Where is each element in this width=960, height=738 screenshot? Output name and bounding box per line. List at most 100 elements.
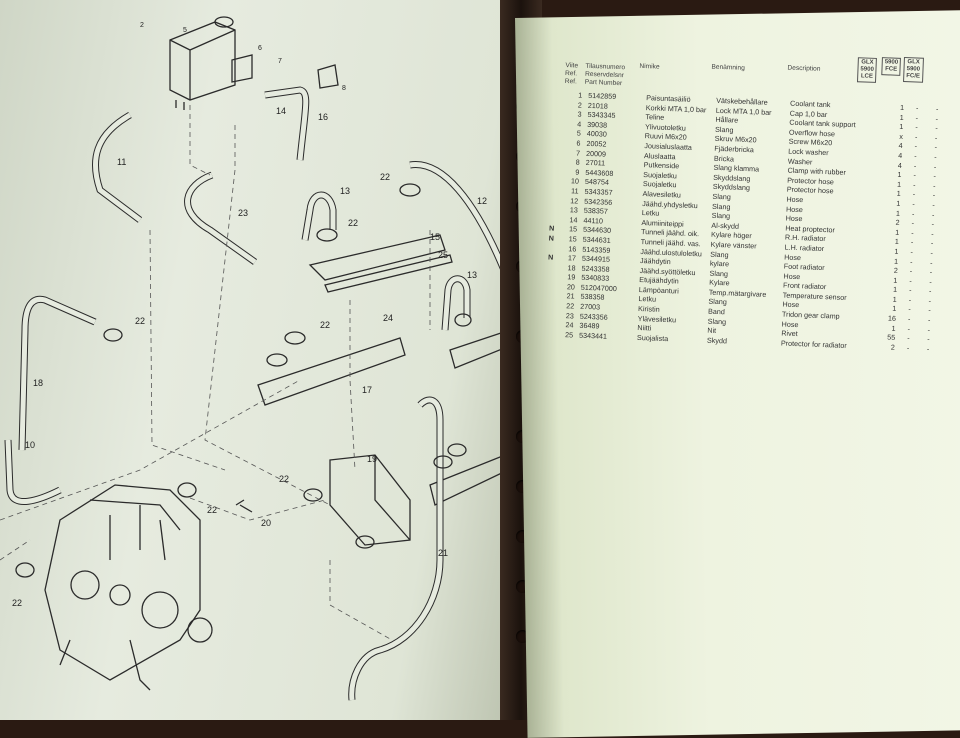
front-radiator-19 [329, 454, 411, 546]
callout-label: 22 [348, 218, 359, 228]
row-part-number: 538358 [580, 292, 605, 303]
row-dash: - [910, 247, 914, 257]
row-part-number: 20009 [585, 148, 607, 159]
row-description: Protector for radiator [780, 338, 847, 350]
row-description: Hose [786, 194, 804, 205]
row-ref-number: 16 [568, 243, 577, 254]
header-glx-lce: GLX 5900 LCE [856, 57, 878, 83]
callout-label: 20 [261, 518, 272, 528]
row-dash: - [907, 323, 911, 334]
row-quantity: 1 [895, 227, 900, 237]
row-dash: - [928, 286, 932, 296]
callout-label: 22 [279, 474, 290, 484]
row-quantity: 2 [893, 265, 898, 275]
row-part-number: 5342356 [584, 196, 613, 207]
row-ref-number: 20 [566, 282, 576, 292]
header-part-number: Part Number [584, 78, 623, 88]
row-swedish-name: Slang [710, 249, 729, 259]
row-part-number: 36489 [579, 320, 600, 331]
row-part-number: 5343441 [578, 330, 608, 341]
row-finnish-name: Aluslaatta [643, 150, 676, 161]
row-ref-number: 9 [575, 167, 580, 177]
callout-label: 15 [430, 232, 441, 242]
row-dash: - [929, 257, 933, 267]
row-quantity: 2 [890, 342, 896, 352]
row-quantity: 4 [898, 150, 903, 160]
callout-label: 11 [117, 157, 127, 167]
row-flag: N [547, 252, 554, 262]
row-ref-number: 23 [565, 310, 574, 321]
header-ref2: Ref. [564, 77, 578, 86]
header-description: Description [787, 64, 821, 73]
row-part-number: 39038 [586, 119, 608, 130]
row-part-number: 5243356 [579, 311, 608, 322]
callout-label: 17 [362, 385, 373, 395]
row-swedish-name: kylare [709, 258, 730, 269]
row-dash: - [914, 151, 917, 161]
row-dash: - [930, 248, 934, 258]
row-quantity: 1 [891, 323, 896, 333]
row-swedish-name: Kylare [709, 277, 730, 288]
row-part-number: 5340833 [581, 273, 610, 284]
row-finnish-name: Letku [641, 208, 660, 218]
row-dash: - [915, 122, 918, 132]
row-finnish-name: Jäähdytin [639, 256, 671, 267]
row-part-number: 5344631 [582, 234, 611, 245]
row-dash: - [908, 285, 912, 295]
row-dash: - [932, 180, 936, 191]
row-quantity: 1 [894, 237, 900, 247]
callout-label: 7 [278, 58, 282, 65]
row-quantity: 1 [896, 179, 902, 189]
row-quantity: 1 [896, 198, 901, 208]
row-dash: - [934, 133, 938, 143]
row-quantity: 55 [887, 332, 896, 343]
row-flag: N [548, 233, 555, 243]
row-ref-number: 3 [577, 109, 582, 119]
row-dash: - [931, 209, 935, 219]
cooling-system-exploded-diagram [0, 16, 514, 701]
row-swedish-name: Slang [714, 124, 734, 135]
callout-label: 6 [258, 45, 262, 52]
row-swedish-name: Slang [712, 191, 732, 202]
row-description: Hose [782, 299, 800, 310]
callout-label: 23 [238, 208, 249, 218]
row-swedish-name: Hållare [715, 114, 739, 125]
callout-label: 13 [340, 186, 351, 196]
row-ref-number: 12 [570, 195, 579, 206]
row-description: Rivet [781, 328, 798, 339]
row-quantity: 1 [893, 275, 898, 285]
callout-label: 25 [438, 250, 449, 260]
header-glx-fce: 5900 FCE [881, 57, 902, 76]
row-dash: - [929, 267, 933, 277]
callout-label: 22 [135, 316, 146, 326]
row-dash: - [907, 314, 911, 324]
row-ref-number: 1 [578, 90, 583, 100]
row-ref-number: 18 [567, 262, 576, 273]
row-part-number: 548754 [584, 177, 610, 188]
callout-label: 22 [12, 598, 23, 608]
row-ref-number: 5 [576, 128, 581, 139]
row-quantity: 4 [898, 141, 903, 151]
row-dash: - [913, 170, 917, 180]
row-ref-number: 13 [569, 205, 579, 215]
row-part-number: 27003 [579, 301, 601, 312]
row-part-number: 40030 [586, 129, 607, 139]
row-dash: - [912, 180, 916, 190]
callout-label: 8 [342, 85, 346, 92]
row-ref-number: 15 [568, 224, 578, 234]
row-ref-number: 25 [564, 330, 574, 340]
row-part-number: 5443608 [585, 167, 614, 178]
row-dash: - [931, 219, 935, 229]
row-dash: - [909, 266, 913, 276]
row-ref-number: 8 [575, 157, 580, 167]
row-dash: - [915, 113, 919, 123]
row-part-number: 5143359 [582, 244, 611, 255]
row-quantity: 4 [897, 160, 903, 170]
row-quantity: 1 [899, 102, 905, 113]
callout-label: 22 [380, 172, 391, 182]
row-dash: - [934, 142, 938, 152]
row-quantity: 1 [892, 285, 898, 295]
row-dash: - [928, 295, 932, 306]
callout-label: 22 [320, 320, 331, 330]
